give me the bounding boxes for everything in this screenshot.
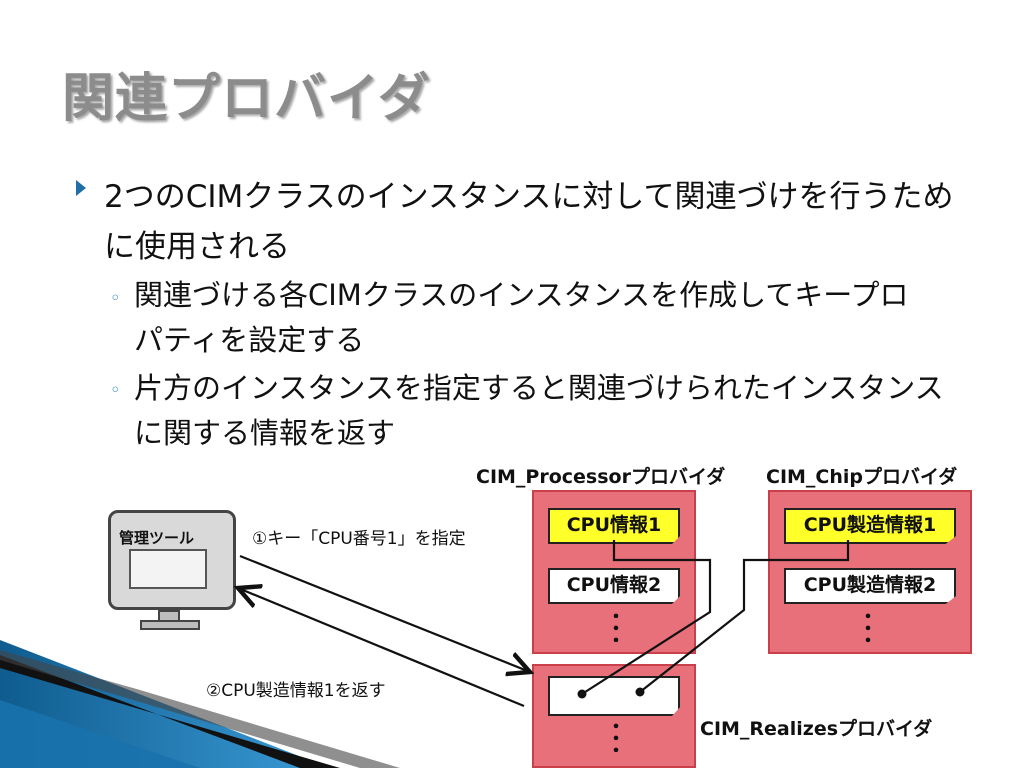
- management-tool-monitor-icon: 管理ツール: [108, 510, 236, 610]
- chip-provider-label: CIM_Chipプロバイダ: [766, 466, 958, 488]
- sub-bullet-circle-icon: ◦: [110, 380, 121, 401]
- reference-dot-chip: [635, 687, 645, 697]
- sub-bullet-circle-icon: ◦: [110, 288, 121, 309]
- management-tool-label: 管理ツール: [119, 529, 195, 547]
- step-2-label: ②CPU製造情報1を返す: [206, 681, 386, 701]
- chip-provider-box: CPU製造情報1 CPU製造情報2 ・ ・ ・: [768, 490, 972, 654]
- bullet-sub-2: 片方のインスタンスを指定すると関連づけられたインスタンスに関する情報を返す: [134, 371, 944, 450]
- ellipsis-dots: ・ ・ ・: [607, 607, 625, 652]
- monitor-screen: [129, 549, 207, 589]
- bullet-main: 2つのCIMクラスのインスタンスに対して関連づけを行うために使用される: [104, 179, 954, 265]
- monitor-base: [140, 620, 200, 630]
- bullet-sub-1: 関連づける各CIMクラスのインスタンスを作成してキープロパティを設定する: [134, 278, 909, 357]
- cpu-info-2: CPU情報2: [548, 568, 680, 604]
- step-1-label: ①キー「CPU番号1」を指定: [252, 529, 466, 549]
- slide-title: 関連プロバイダ: [62, 69, 431, 129]
- cpu-manufacture-info-2: CPU製造情報2: [784, 568, 956, 604]
- bullet-triangle-icon: [76, 180, 86, 196]
- reference-dot-processor: [577, 689, 587, 699]
- ellipsis-dots: ・ ・ ・: [859, 607, 877, 652]
- ellipsis-dots: ・ ・ ・: [607, 717, 625, 762]
- realizes-provider-box: ・ ・ ・: [532, 664, 696, 768]
- reference-line-chip: [639, 540, 850, 693]
- reference-line-processor: [581, 540, 712, 695]
- cpu-manufacture-info-1: CPU製造情報1: [784, 508, 956, 544]
- response-arrow: [238, 588, 525, 708]
- realizes-provider-label: CIM_Realizesプロバイダ: [700, 718, 933, 740]
- request-arrow: [239, 554, 530, 672]
- processor-provider-label: CIM_Processorプロバイダ: [476, 466, 726, 488]
- association-instance: [548, 676, 680, 716]
